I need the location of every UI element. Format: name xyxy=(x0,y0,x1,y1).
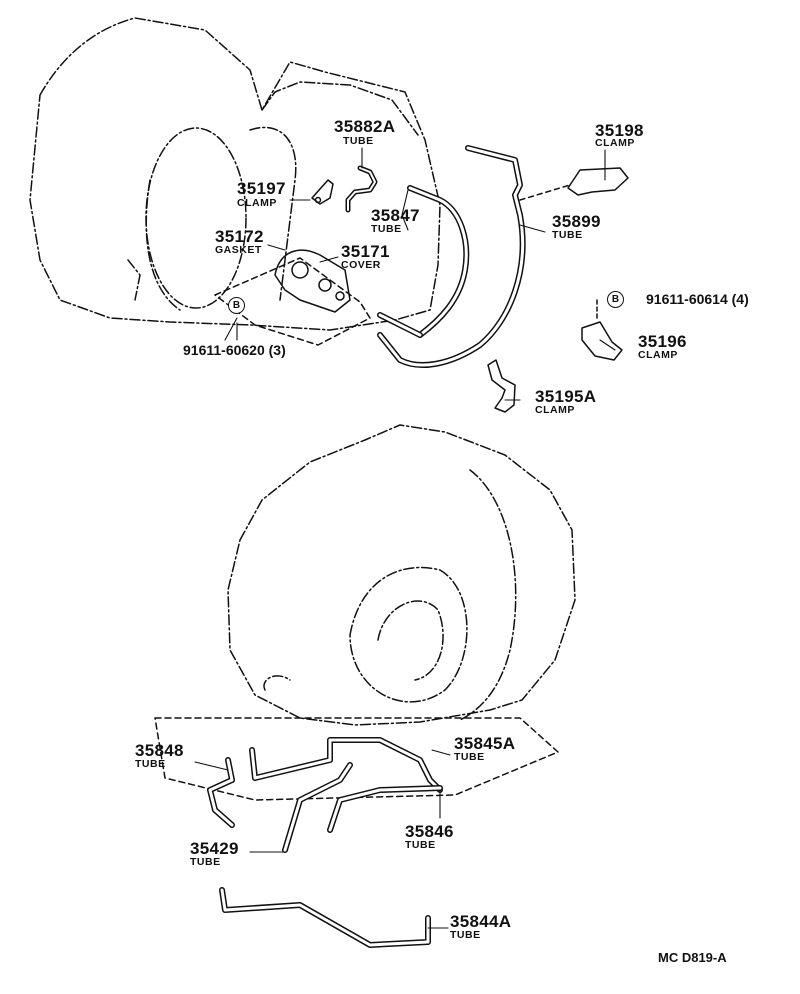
part-desc-35847: TUBE xyxy=(371,223,402,235)
clamp-35195A xyxy=(487,359,516,413)
tube-35846 xyxy=(327,785,443,833)
part-number-35172: 35172 xyxy=(215,227,264,246)
bolt-marker-icon: B xyxy=(228,297,245,314)
part-desc-35848: TUBE xyxy=(135,758,166,770)
part-desc-35845A: TUBE xyxy=(454,751,485,763)
part-desc-35844A: TUBE xyxy=(450,929,481,941)
tube-35847 xyxy=(377,185,470,338)
tube-35429 xyxy=(282,762,353,853)
part-number-35171: 35171 xyxy=(341,242,390,261)
part-number-35846: 35846 xyxy=(405,822,454,841)
part-number-35197: 35197 xyxy=(237,179,286,198)
part-number-35429: 35429 xyxy=(190,839,239,858)
part-number-35195A: 35195A xyxy=(535,387,597,406)
upper-transaxle-case xyxy=(29,17,441,331)
part-number-35899: 35899 xyxy=(552,212,601,231)
tube-35899 xyxy=(377,145,526,368)
part-number-35844A: 35844A xyxy=(450,912,512,931)
bolt-part-number-91611-60614: 91611-60614 (4) xyxy=(646,291,749,307)
part-number-35196: 35196 xyxy=(638,332,687,351)
part-desc-35171: COVER xyxy=(341,259,381,271)
clamp-35198 xyxy=(567,167,629,196)
part-number-35848: 35848 xyxy=(135,741,184,760)
part-number-35847: 35847 xyxy=(371,206,420,225)
part-desc-35195A: CLAMP xyxy=(535,404,575,416)
part-desc-35172: GASKET xyxy=(215,244,262,256)
lower-transaxle-case xyxy=(227,424,576,726)
part-number-35882A: 35882A xyxy=(334,117,396,136)
part-desc-35899: TUBE xyxy=(552,229,583,241)
leader-lines xyxy=(194,147,616,929)
part-desc-35846: TUBE xyxy=(405,839,436,851)
oil-pan-flange xyxy=(154,717,559,801)
bolt-part-number-91611-60620: 91611-60620 (3) xyxy=(183,342,286,358)
part-desc-35198: CLAMP xyxy=(595,137,635,149)
tube-35848 xyxy=(207,757,235,828)
part-desc-35196: CLAMP xyxy=(638,349,678,361)
part-number-35845A: 35845A xyxy=(454,734,516,753)
diagram-code: MC D819-A xyxy=(658,950,727,965)
bolt-marker-icon: B xyxy=(607,291,624,308)
clamp-35196 xyxy=(581,321,623,361)
tube-35845A xyxy=(249,737,443,793)
part-desc-35197: CLAMP xyxy=(237,197,277,209)
cover-flange xyxy=(214,257,371,346)
part-desc-35429: TUBE xyxy=(190,856,221,868)
part-number-35198: 35198 xyxy=(595,121,644,140)
part-desc-35882A: TUBE xyxy=(343,135,374,147)
cover-35171 xyxy=(274,249,351,313)
tube-35844A xyxy=(219,887,431,948)
